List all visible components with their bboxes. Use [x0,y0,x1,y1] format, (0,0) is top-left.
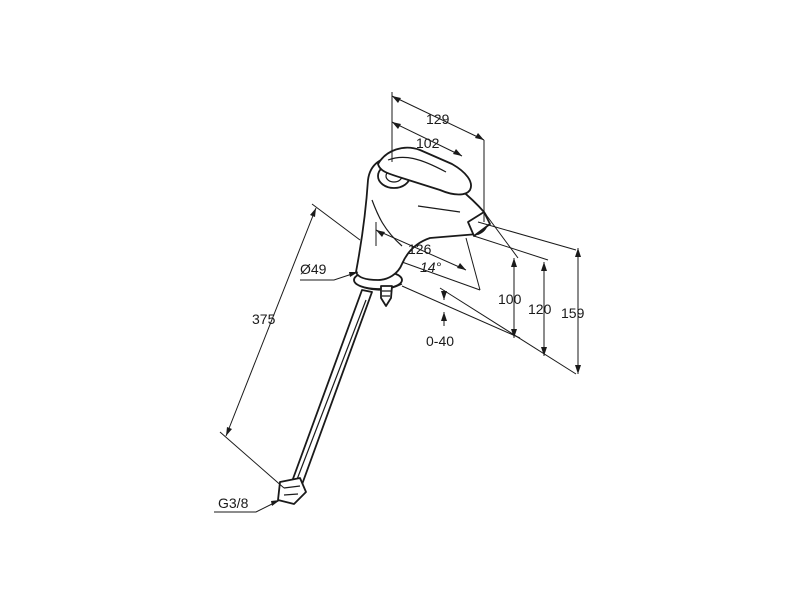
dim-102-label: 102 [416,135,440,151]
dim-159-label: 159 [561,305,585,321]
dim-120-label: 120 [528,301,552,317]
dim-14deg-label: 14° [420,259,442,275]
dimension-lines [214,92,581,513]
dim-100-label: 100 [498,291,522,307]
lever-handle [377,146,472,196]
dim-126-label: 126 [408,241,432,257]
hose-fitting [277,477,307,505]
dim-diameter-label: Ø49 [300,261,327,277]
dim-375-label: 375 [252,311,276,327]
faucet-drawing [277,146,491,505]
dim-129-label: 129 [426,111,450,127]
dim-g3-8-label: G3/8 [218,495,249,511]
dim-0-40-label: 0-40 [426,333,454,349]
